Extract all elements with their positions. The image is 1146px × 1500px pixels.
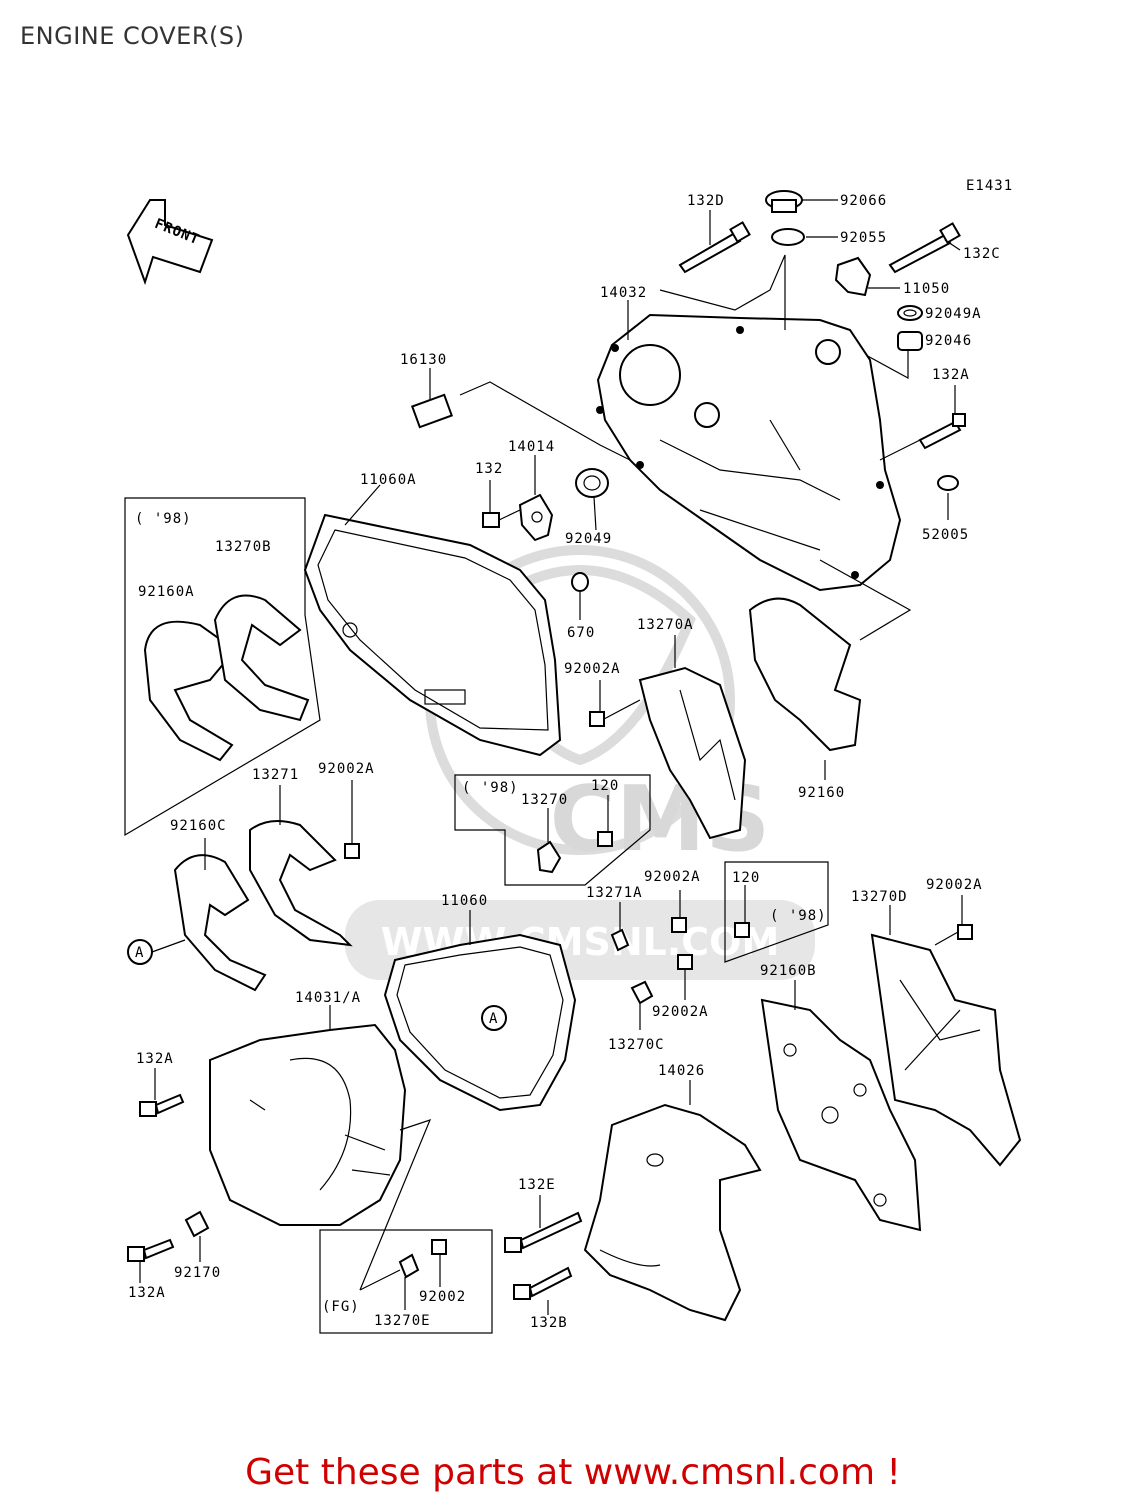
label-92002: 92002 — [419, 1289, 466, 1305]
part-13271-plate — [249, 785, 353, 947]
label-92002A-4: 92002A — [926, 877, 983, 893]
label-132A-bottom: 132A — [128, 1285, 166, 1301]
part-11050-bracket — [834, 256, 900, 297]
part-14031A-cover — [209, 1005, 432, 1291]
label-132B: 132B — [530, 1315, 568, 1331]
label-16130: 16130 — [400, 352, 447, 368]
label-120-2: 120 — [732, 870, 760, 886]
part-14026-chain-cover — [583, 1080, 762, 1322]
label-132: 132 — [475, 461, 503, 477]
part-92002A-bolt-3 — [671, 890, 687, 933]
label-92049: 92049 — [565, 531, 612, 547]
label-92170: 92170 — [174, 1265, 221, 1281]
part-13271A-clip — [610, 902, 630, 952]
label-92160B: 92160B — [760, 963, 817, 979]
page-title: ENGINE COVER(S) — [20, 22, 245, 50]
label-92066: 92066 — [840, 193, 887, 209]
label-92055: 92055 — [840, 230, 887, 246]
label-92002A-5: 92002A — [652, 1004, 709, 1020]
label-670: 670 — [567, 625, 595, 641]
part-92046-bearing — [819, 329, 923, 380]
group-98-label-right: ( '98) — [770, 908, 827, 924]
part-132A-bolt-top — [879, 385, 966, 461]
label-92002A-1: 92002A — [564, 661, 621, 677]
label-120-1: 120 — [591, 778, 619, 794]
label-11060: 11060 — [441, 893, 488, 909]
group-98-label-center: ( '98) — [462, 780, 519, 796]
label-92160: 92160 — [798, 785, 845, 801]
label-132E: 132E — [518, 1177, 556, 1193]
label-13270B: 13270B — [215, 539, 272, 555]
label-14014: 14014 — [508, 439, 555, 455]
label-52005: 52005 — [922, 527, 969, 543]
label-132A-top: 132A — [932, 367, 970, 383]
label-13271A: 13271A — [586, 885, 643, 901]
part-13270A-plate — [638, 635, 747, 840]
group-98-right: ( '98) — [724, 861, 829, 963]
part-132A-bolt-bottom — [127, 1238, 175, 1283]
part-132B-bolt — [513, 1266, 573, 1315]
part-11060-gasket: A — [383, 910, 577, 1112]
label-13270: 13270 — [521, 792, 568, 808]
part-92160B-plate — [760, 980, 922, 1232]
part-92049-seal — [575, 468, 609, 531]
group-98-label-left: ( '98) — [135, 511, 192, 527]
front-arrow: FRONT — [126, 199, 214, 286]
part-132A-bolt-left — [139, 1068, 185, 1117]
part-labels: 132D 92066 92055 132C 11050 92049A 92046… — [128, 193, 1001, 1331]
part-92066-plug — [765, 190, 838, 213]
part-92002A-bolt-1 — [589, 680, 641, 727]
group-fg-label: (FG) — [322, 1299, 360, 1315]
part-670-oring — [571, 572, 589, 620]
part-16130-fitting — [410, 368, 631, 461]
group-fg: (FG) — [319, 1229, 493, 1334]
label-92002A-2: 92002A — [318, 761, 375, 777]
part-92170-clamp — [184, 1210, 210, 1262]
part-52005-seal — [937, 475, 959, 520]
label-13270C: 13270C — [608, 1037, 665, 1053]
label-11050: 11050 — [903, 281, 950, 297]
label-13271: 13271 — [252, 767, 299, 783]
label-92160A: 92160A — [138, 584, 195, 600]
label-13270D: 13270D — [851, 889, 908, 905]
part-13270C-clip — [630, 980, 654, 1030]
part-132C-bolt — [888, 222, 961, 274]
diagram-code: E1431 — [966, 178, 1013, 194]
label-132D: 132D — [687, 193, 725, 209]
part-92160C-plate: A — [127, 838, 267, 992]
part-132-bolt — [482, 480, 521, 528]
label-92002A-3: 92002A — [644, 869, 701, 885]
part-92055-oring — [771, 228, 838, 246]
part-92002A-bolt-4 — [934, 895, 973, 946]
label-14032: 14032 — [600, 285, 647, 301]
label-14026: 14026 — [658, 1063, 705, 1079]
label-92160C: 92160C — [170, 818, 227, 834]
part-132E-bolt — [504, 1195, 583, 1253]
ref-a-left: A — [135, 945, 144, 961]
part-14032-cover — [596, 254, 902, 592]
ref-a-center: A — [489, 1011, 498, 1027]
part-11060A-gasket — [303, 484, 562, 757]
footer-link-text[interactable]: Get these parts at www.cmsnl.com ! — [245, 1452, 901, 1493]
engine-cover-exploded-diagram: WWW.CMSNL.COM CMS FRONT E1431 — [124, 178, 1022, 1334]
label-92046: 92046 — [925, 333, 972, 349]
label-13270A: 13270A — [637, 617, 694, 633]
group-98-left: ( '98) — [124, 497, 321, 837]
part-92002A-bolt-5 — [677, 954, 693, 1000]
label-13270E: 13270E — [374, 1313, 431, 1329]
label-132A-left: 132A — [136, 1051, 174, 1067]
part-14014-plate — [518, 455, 554, 542]
part-92049A-seal — [897, 305, 923, 321]
label-14031A: 14031/A — [295, 990, 361, 1006]
label-11060A: 11060A — [360, 472, 417, 488]
label-92049A: 92049A — [925, 306, 982, 322]
group-98-center: ( '98) — [454, 774, 651, 886]
part-132D-bolt — [678, 210, 751, 274]
label-132C: 132C — [963, 246, 1001, 262]
part-13270D-bracket — [870, 905, 1022, 1167]
part-92002A-bolt-2 — [344, 780, 360, 859]
part-92160-plate — [748, 559, 912, 780]
